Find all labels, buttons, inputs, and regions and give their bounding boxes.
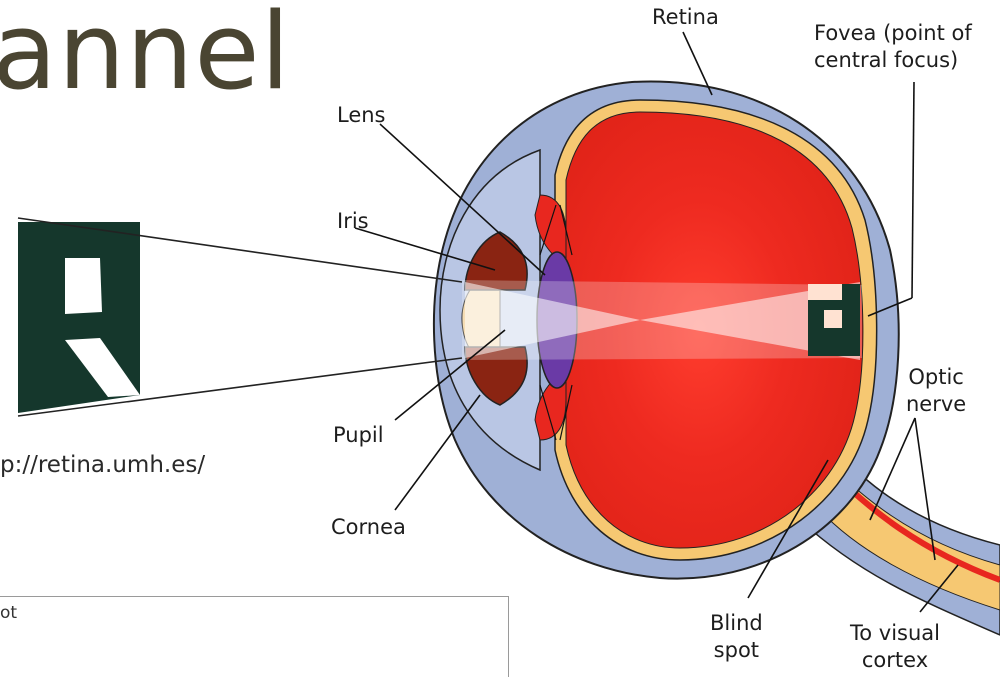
- label-optic-line1: Optic: [906, 364, 966, 391]
- label-iris: Iris: [337, 208, 369, 235]
- label-visual-cortex: To visual cortex: [850, 620, 940, 674]
- stimulus-letter: [18, 222, 140, 413]
- label-visual-line1: To visual: [850, 620, 940, 647]
- label-retina: Retina: [652, 4, 719, 31]
- label-cornea: Cornea: [331, 514, 406, 541]
- label-fovea: Fovea (point of central focus): [814, 20, 972, 74]
- label-blind-spot: Blind spot: [710, 610, 763, 664]
- label-visual-line2: cortex: [850, 647, 940, 674]
- retina-image: [808, 284, 860, 356]
- graph-panel: [0, 596, 509, 677]
- label-blind-line2: spot: [710, 637, 763, 664]
- label-fovea-line2: central focus): [814, 47, 972, 74]
- label-blind-line1: Blind: [710, 610, 763, 637]
- label-pupil: Pupil: [333, 422, 384, 449]
- label-fovea-line1: Fovea (point of: [814, 20, 972, 47]
- label-lens: Lens: [337, 102, 386, 129]
- graph-label: ot: [0, 603, 17, 623]
- label-optic-line2: nerve: [906, 391, 966, 418]
- source-url: p://retina.umh.es/: [0, 452, 205, 478]
- label-optic-nerve: Optic nerve: [906, 364, 966, 418]
